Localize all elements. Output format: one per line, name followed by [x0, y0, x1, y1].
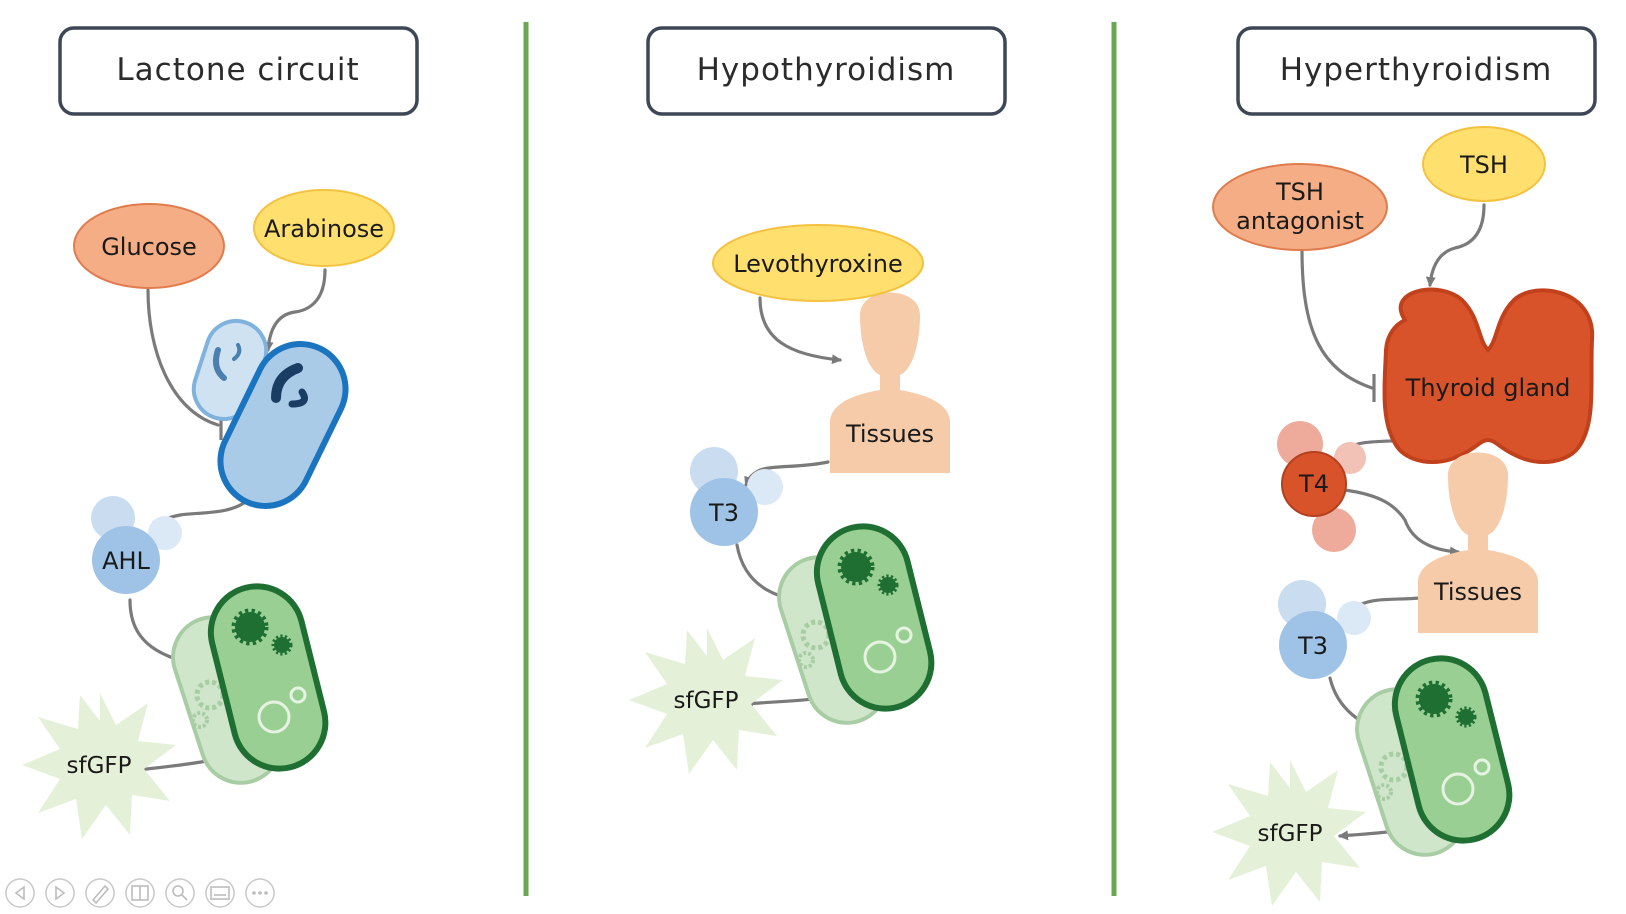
ahl-bubble-b: [148, 516, 182, 550]
sfgfp-label-3: sfGFP: [1257, 821, 1322, 847]
glucose-label: Glucose: [101, 233, 197, 261]
hyper-panel: TSH antagonist TSH Thyroid gland T4 Tiss…: [1212, 126, 1595, 906]
t3-bubble-b-hyper: [1337, 601, 1371, 635]
t4-to-tissues-arrow: [1343, 488, 1460, 557]
subtitle-icon[interactable]: [205, 878, 235, 908]
arabinose-label: Arabinose: [264, 215, 384, 243]
arabinose-arrow: [263, 268, 327, 352]
blue-bacterium: [191, 318, 349, 509]
slides-icon[interactable]: [125, 878, 155, 908]
levothyroxine-label: Levothyroxine: [733, 250, 903, 278]
pen-icon[interactable]: [85, 878, 115, 908]
sfgfp-label-1: sfGFP: [66, 753, 131, 779]
t4-label: T4: [1298, 470, 1329, 498]
tsh-label: TSH: [1459, 151, 1508, 179]
tsh-antagonist-node: [1212, 163, 1388, 251]
tissues-label-hypo: Tissues: [845, 420, 934, 448]
levo-to-tissues-arrow: [758, 296, 842, 365]
t3-label-hyper: T3: [1297, 632, 1328, 660]
t4-bubble-c: [1312, 508, 1356, 552]
panel-title-hypo-text: Hypothyroidism: [697, 52, 956, 88]
t3-bubble-b-hypo: [747, 469, 783, 505]
tsh-to-thyroid-arrow: [1425, 203, 1486, 287]
zoom-icon[interactable]: [165, 878, 195, 908]
glucose-node: [73, 203, 225, 289]
glucose-inhibit-arrow: [146, 288, 220, 427]
t4-bubble-b: [1334, 442, 1366, 474]
ahl-node: [92, 526, 160, 594]
thyroid-gland-label: Thyroid gland: [1405, 374, 1571, 402]
next-icon[interactable]: [45, 878, 75, 908]
more-icon[interactable]: [245, 878, 275, 908]
antagonist-inhibit-arrow: [1300, 248, 1374, 390]
levothyroxine-node: [712, 224, 924, 302]
panel-title-lactone: Lactone circuit: [58, 26, 419, 116]
sfgfp-label-2: sfGFP: [673, 688, 738, 714]
lactone-panel: Glucose Arabinose AHL sfGFP: [22, 189, 395, 839]
arabinose-node: [253, 189, 395, 267]
tsh-node: [1422, 126, 1546, 202]
panel-title-hyper-text: Hyperthyroidism: [1280, 52, 1553, 88]
t3-node-hyper: [1279, 611, 1347, 679]
ahl-label: AHL: [102, 547, 150, 575]
t3-node-hypo: [690, 478, 758, 546]
panel-title-hyper: Hyperthyroidism: [1236, 26, 1597, 116]
hypo-panel: Tissues Levothyroxine T3 sfGFP: [629, 224, 950, 774]
green-bacterium-1: [163, 577, 335, 794]
t4-node: [1281, 451, 1347, 517]
tsh-antagonist-label-1: TSH: [1275, 178, 1324, 206]
tsh-antagonist-label-2: antagonist: [1236, 207, 1364, 235]
thyroid-gland-node: [1382, 287, 1595, 464]
prev-icon[interactable]: [5, 878, 35, 908]
t3-label-hypo: T3: [708, 499, 739, 527]
panel-title-hypo: Hypothyroidism: [646, 26, 1007, 116]
panel-title-lactone-text: Lactone circuit: [116, 52, 359, 88]
tissues-label-hyper: Tissues: [1433, 578, 1522, 606]
presentation-toolbar: [5, 878, 275, 908]
